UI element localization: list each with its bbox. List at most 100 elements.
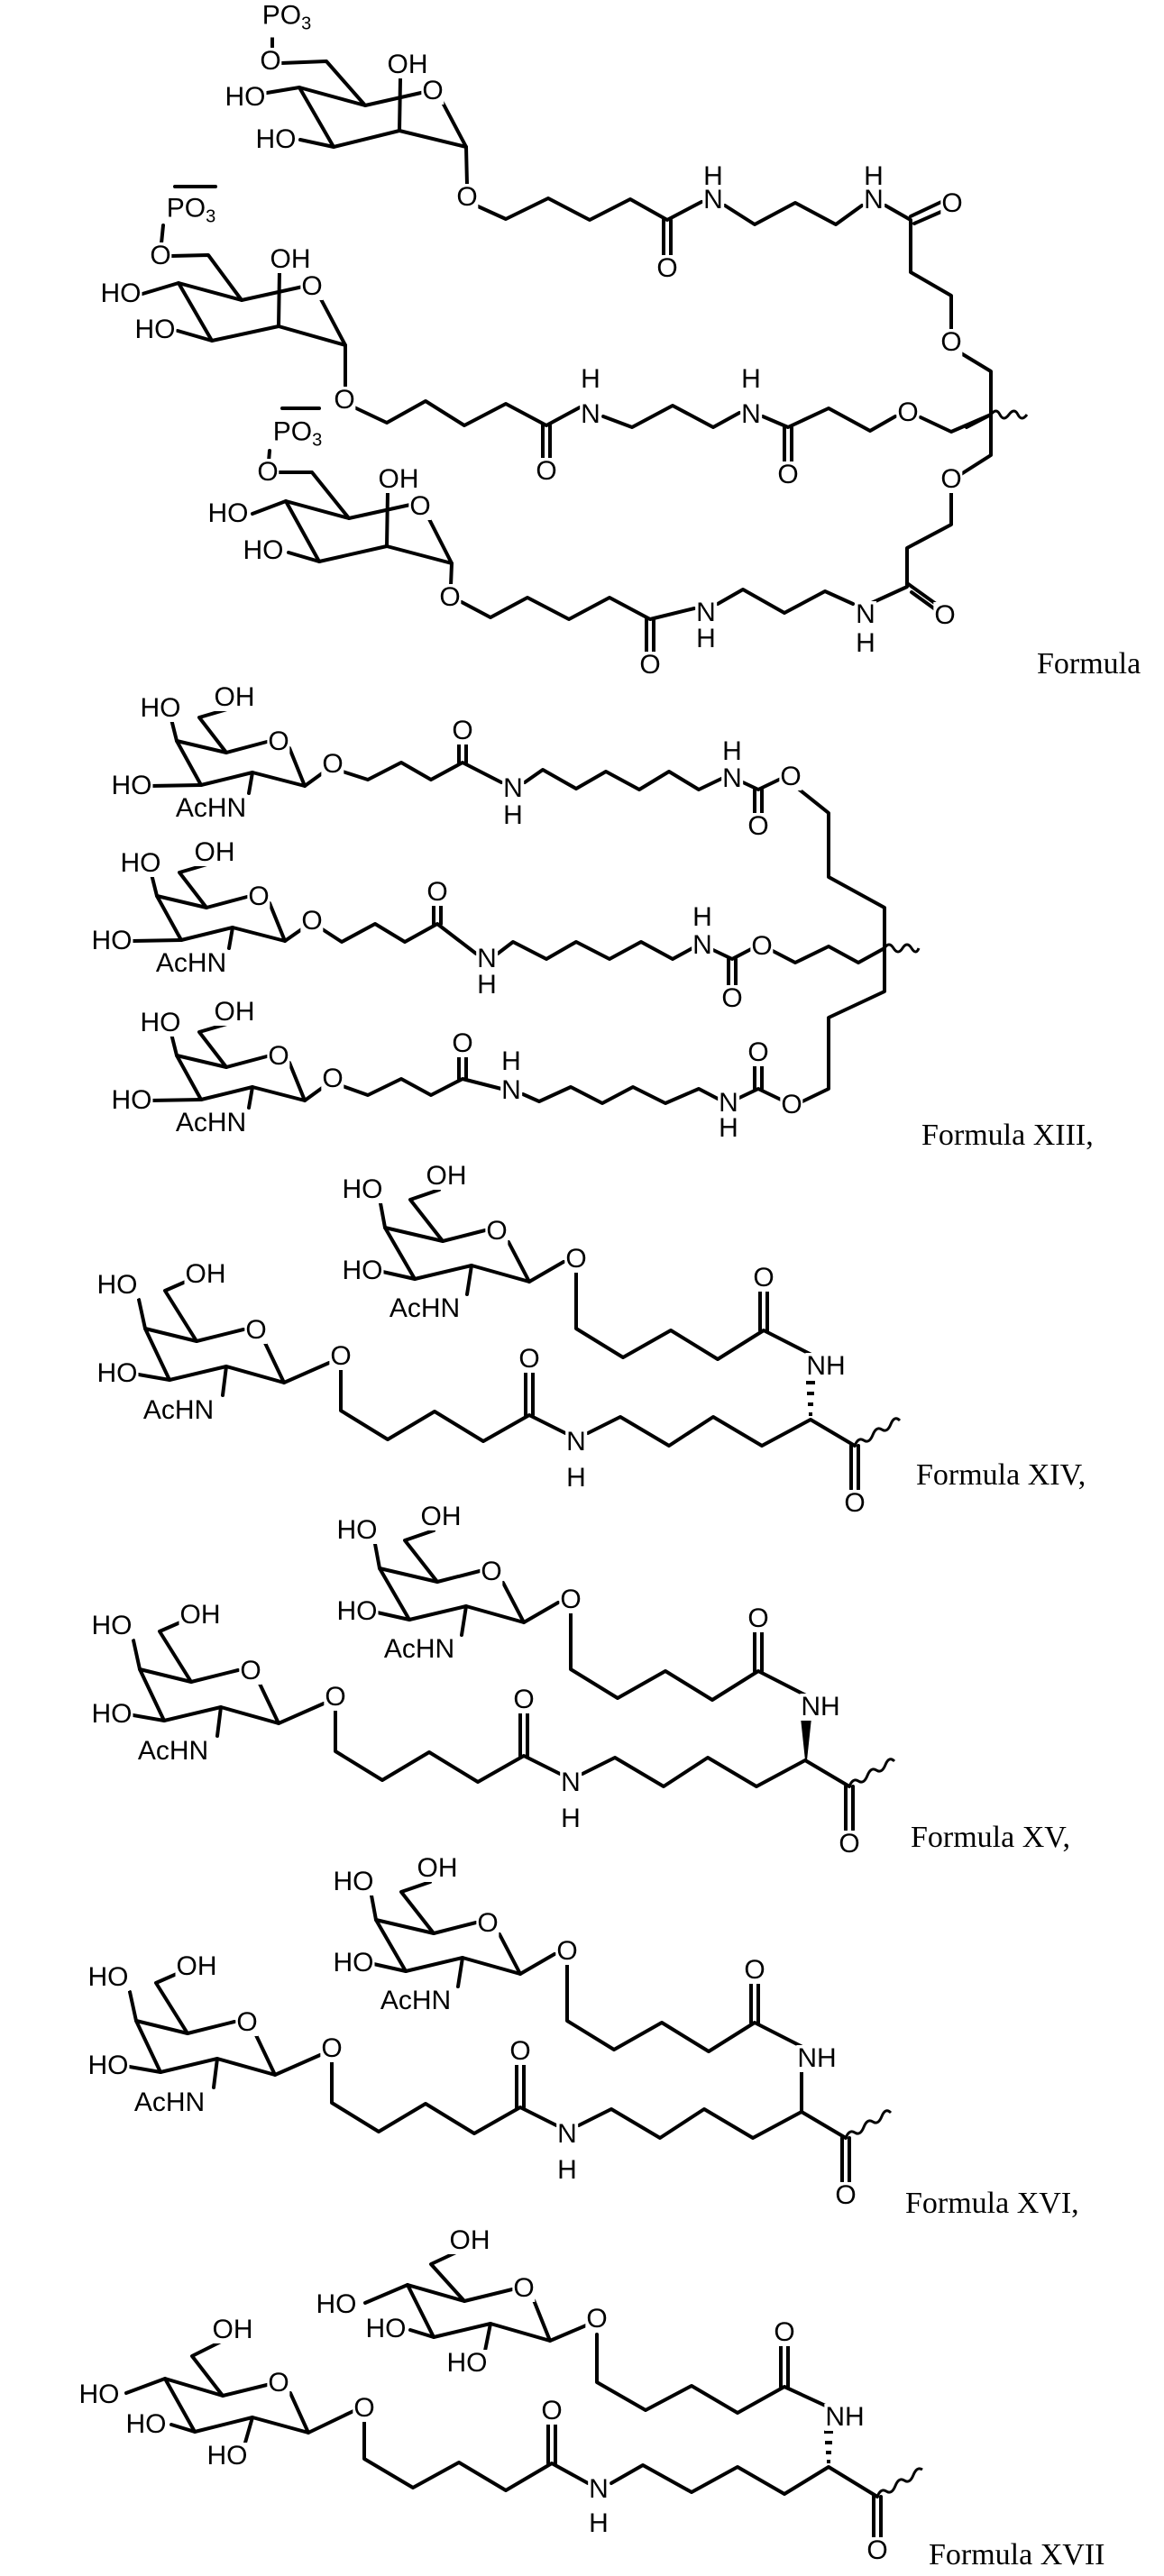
atom-h: H (580, 364, 601, 394)
atom-ho: HO (139, 1008, 182, 1037)
atom-n: N (580, 399, 601, 429)
atom-ho: HO (90, 1699, 133, 1729)
atom-o: O (585, 2304, 609, 2334)
atom-oh: OH (419, 1502, 463, 1531)
atom-ho: HO (341, 1256, 384, 1285)
atom-o: O (455, 182, 479, 212)
atom-ho: HO (139, 693, 182, 723)
atom-n: N (500, 1075, 522, 1105)
atom-ho: HO (224, 82, 267, 112)
atom-ho: HO (332, 1867, 375, 1896)
atom-ring-o: O (239, 1656, 262, 1685)
atom-h: H (863, 161, 884, 191)
atom-o: O (843, 1488, 866, 1518)
atom-n: N (855, 599, 876, 629)
atom-o: O (329, 1341, 353, 1371)
atom-o: O (773, 2317, 796, 2347)
atom-achn: AcHN (154, 948, 228, 978)
atom-o: O (939, 327, 963, 357)
atom-ho: HO (206, 2441, 249, 2471)
atom-n: N (863, 185, 884, 215)
atom-o: O (540, 2396, 564, 2425)
atom-ring-o: O (267, 1041, 290, 1071)
atom-ho: HO (90, 1611, 133, 1640)
atom-o: O (866, 2535, 889, 2565)
atom-n: N (588, 2474, 609, 2504)
atom-o: O (776, 460, 800, 489)
atom-o: O (324, 1682, 347, 1712)
atom-n: N (718, 1088, 739, 1118)
phosphate-group: PO3 (271, 418, 324, 454)
atom-ho: HO (87, 2051, 130, 2080)
atom-ho: HO (335, 1515, 379, 1545)
atom-ho: HO (335, 1596, 379, 1626)
atom-o: O (779, 762, 802, 791)
atom-ho: HO (119, 848, 162, 878)
atom-o: O (655, 253, 679, 283)
atom-o: O (747, 1037, 770, 1067)
phosphate-group: PO3 (261, 2, 313, 38)
atom-ring-o: O (480, 1557, 503, 1586)
atom-ring-o: O (485, 1216, 509, 1246)
atom-o: O (426, 877, 449, 907)
atom-n: N (476, 944, 498, 973)
atom-n: N (692, 930, 713, 960)
atom-achn: AcHN (388, 1293, 462, 1323)
atom-o: O (747, 1603, 770, 1633)
atom-n: N (560, 1768, 582, 1797)
atom-oh: OH (448, 2225, 491, 2255)
atom-ring-o: O (512, 2273, 536, 2303)
atom-oh: OH (213, 997, 256, 1027)
atom-oh: OH (211, 2315, 254, 2344)
atom-ho: HO (96, 1270, 139, 1300)
atom-o: O (555, 1936, 579, 1966)
atom-achn: AcHN (174, 1108, 248, 1137)
atom-oh: OH (175, 1951, 218, 1981)
atom-nh: NH (796, 2043, 838, 2073)
formula-xiii-bonds (130, 707, 921, 1110)
atom-o: O (535, 456, 558, 486)
atom-h: H (565, 1463, 587, 1493)
atom-n: N (556, 2119, 578, 2149)
atom-h: H (500, 1046, 522, 1076)
atom-h: H (692, 902, 713, 932)
atom-o: O (256, 457, 280, 487)
atom-o: O (321, 749, 344, 779)
atom-ring-o: O (476, 1908, 500, 1938)
atom-o: O (321, 1064, 344, 1093)
phosphate-group: PO3 (165, 195, 217, 231)
formula-xvii-label: Formula XVII (929, 2538, 1105, 2571)
atom-achn: AcHN (133, 2087, 206, 2117)
atom-n: N (565, 1427, 587, 1457)
atom-n: N (695, 598, 717, 627)
atom-ho: HO (445, 2348, 489, 2378)
atom-h: H (740, 364, 762, 394)
atom-o: O (320, 2033, 344, 2063)
atom-ho: HO (124, 2409, 168, 2439)
atom-o: O (780, 1090, 803, 1119)
atom-achn: AcHN (136, 1736, 210, 1766)
atom-h: H (855, 628, 876, 658)
atom-ho: HO (96, 1358, 139, 1388)
atom-achn: AcHN (174, 793, 248, 823)
atom-ho: HO (206, 498, 250, 528)
atom-ho: HO (90, 926, 133, 955)
atom-ring-o: O (267, 726, 290, 756)
atom-o: O (940, 188, 964, 218)
atom-oh: OH (193, 837, 236, 867)
atom-o: O (509, 2036, 532, 2066)
formula-xiv-label: Formula XIV, (916, 1458, 1086, 1492)
atom-oh: OH (184, 1259, 227, 1289)
atom-h: H (695, 624, 717, 653)
atom-ho: HO (315, 2289, 358, 2319)
formula-xii-bonds (141, 25, 1029, 654)
atom-achn: AcHN (379, 1986, 453, 2015)
atom-o: O (451, 1028, 474, 1058)
atom-h: H (718, 1113, 739, 1143)
atom-achn: AcHN (142, 1395, 215, 1425)
atom-o: O (259, 46, 282, 76)
atom-h: H (560, 1804, 582, 1833)
atom-o: O (838, 1829, 861, 1859)
